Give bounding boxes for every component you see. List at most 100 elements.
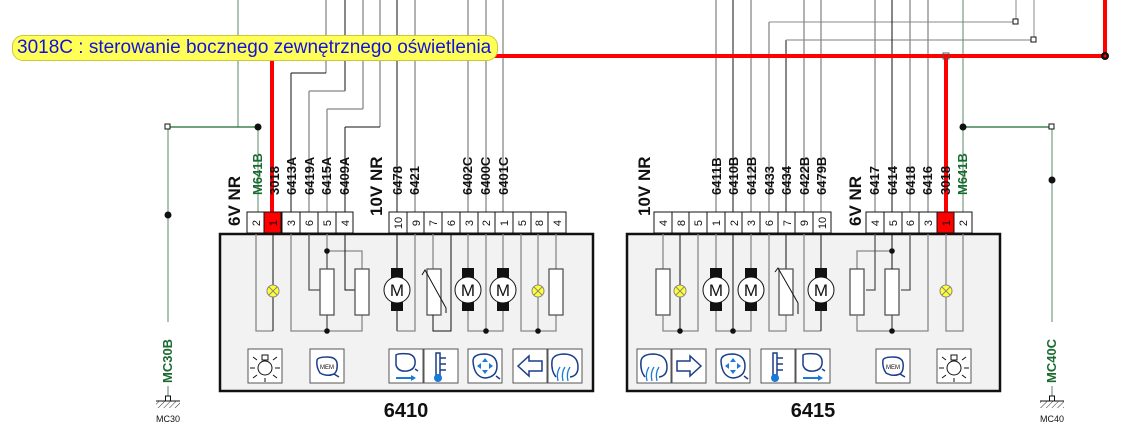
connector-name: 10V NR (367, 156, 386, 216)
wire-splice (942, 52, 950, 60)
svg-text:8: 8 (534, 220, 546, 226)
connector-6v-pins: 4 5 6 3 1 2 (865, 211, 973, 234)
ground-label: MC40 (1040, 414, 1064, 424)
svg-text:9: 9 (799, 220, 811, 226)
svg-text:10: 10 (817, 217, 829, 229)
wire-label: 6411B (709, 157, 724, 195)
svg-text:M: M (390, 281, 404, 300)
wire-label: 6413A (284, 156, 299, 195)
upper-wires-right (715, 0, 1037, 212)
svg-text:2: 2 (251, 220, 263, 226)
wire-label: MC30B (160, 339, 175, 383)
motor: M (807, 268, 835, 311)
ground-junction-right (1048, 123, 1055, 130)
svg-text:3: 3 (746, 220, 758, 226)
wire-label: 6419A (302, 156, 317, 195)
svg-text:M: M (814, 281, 828, 300)
lamp-icon (673, 284, 687, 298)
wire-label: 6401C (496, 156, 511, 195)
svg-text:9: 9 (411, 220, 423, 226)
mirror-adjust-button[interactable] (467, 348, 503, 384)
svg-text:3: 3 (923, 220, 935, 226)
junction-dot (889, 328, 895, 334)
temperature-button[interactable] (760, 348, 796, 384)
svg-text:6: 6 (304, 220, 316, 226)
svg-text:6: 6 (764, 220, 776, 226)
wire-label: 6414 (885, 165, 900, 195)
module-label: 6410 (384, 400, 429, 422)
wire-label: 6409A (337, 156, 352, 195)
junction-dot (677, 328, 683, 334)
svg-text:7: 7 (782, 220, 794, 226)
svg-text:1: 1 (711, 220, 723, 226)
memory-button[interactable]: MEM (309, 348, 345, 384)
wire-label: 6400C (478, 156, 493, 195)
module-6415[interactable]: 10V NR 6411B 6410B 6412B 6433 6434 6422B… (625, 153, 1002, 422)
motor: M (489, 268, 517, 311)
lamp-icon (266, 284, 280, 298)
wire-label: MC40C (1044, 338, 1059, 383)
wire-label: 6412B (744, 157, 759, 195)
module-label: 6415 (791, 400, 836, 422)
mirror-fold-button[interactable] (388, 348, 424, 384)
highlighted-wire-3018[interactable] (270, 0, 1107, 212)
wire-label: 6410B (726, 157, 741, 195)
wire-label: M641B (250, 153, 265, 195)
svg-text:MEM: MEM (886, 365, 900, 371)
mirror-fold-button[interactable] (795, 348, 831, 384)
junction-dot (164, 211, 172, 219)
wire-label: 6478 (390, 166, 405, 195)
svg-text:2: 2 (481, 220, 493, 226)
svg-text:4: 4 (658, 220, 670, 226)
mirror-adjust-button[interactable] (715, 348, 751, 384)
ground-symbol (156, 401, 180, 408)
svg-text:7: 7 (428, 220, 440, 226)
wire-callout-3018c[interactable]: 3018C : sterowanie bocznego zewnętrznego… (12, 35, 499, 61)
svg-text:M: M (461, 281, 475, 300)
ground-symbol (1040, 401, 1064, 408)
direction-right-button[interactable] (671, 348, 707, 384)
ground-mc40[interactable]: MC40C MC40 (1040, 322, 1064, 424)
svg-text:3: 3 (286, 220, 298, 226)
wire-label: 6433 (762, 166, 777, 195)
wire-label: 6402C (460, 156, 475, 195)
connector-10v-pins: 10 9 7 6 3 2 1 5 8 4 (388, 211, 567, 234)
junction-dot (324, 328, 330, 334)
svg-text:1: 1 (268, 220, 280, 226)
svg-text:3: 3 (464, 220, 476, 226)
svg-text:5: 5 (322, 220, 334, 226)
junction-dot (959, 123, 967, 131)
wire-label: 6417 (867, 166, 882, 195)
wire-label: 6421 (407, 166, 422, 195)
ground-label: MC30 (156, 414, 180, 424)
svg-text:MEM: MEM (320, 365, 334, 371)
module-6410[interactable]: 6V NR M641B 3018 6413A 6419A 6415A 6409A… (218, 153, 595, 422)
mirror-heating-button[interactable] (636, 348, 672, 384)
svg-text:5: 5 (888, 220, 900, 226)
junction-dot (254, 123, 262, 131)
svg-text:M: M (744, 281, 758, 300)
connector-name: 6V NR (225, 176, 244, 226)
svg-text:6: 6 (905, 220, 917, 226)
lamp-icon (939, 284, 953, 298)
motor: M (454, 268, 482, 311)
wire-label: 3018 (938, 166, 953, 195)
memory-button[interactable]: MEM (875, 348, 911, 384)
junction-dot (324, 248, 330, 254)
wire-label: 6415A (319, 156, 334, 195)
direction-left-button[interactable] (512, 348, 548, 384)
svg-text:4: 4 (340, 220, 352, 226)
motor: M (383, 268, 411, 311)
light-switch-button[interactable] (247, 348, 283, 384)
wire-label: 3018 (267, 166, 282, 195)
ground-mc30[interactable]: MC30B MC30 (156, 322, 180, 424)
wire-label: 6416 (920, 166, 935, 195)
light-switch-button[interactable] (936, 348, 972, 384)
mirror-heating-button[interactable] (547, 348, 583, 384)
connector-name: 10V NR (635, 156, 654, 216)
ground-junction-left (164, 123, 171, 130)
junction-dot (889, 248, 895, 254)
svg-text:4: 4 (552, 220, 564, 226)
temperature-button[interactable] (423, 348, 459, 384)
svg-text:8: 8 (676, 220, 688, 226)
